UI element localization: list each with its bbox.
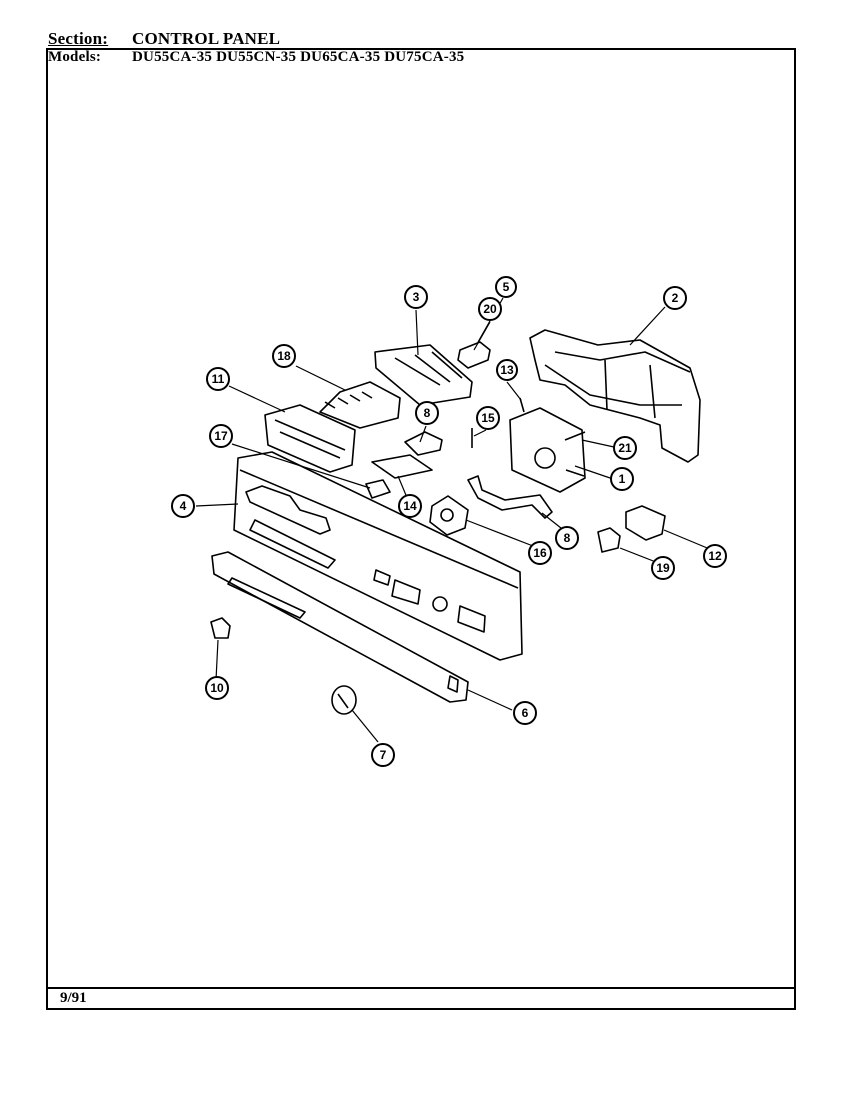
svg-text:17: 17 bbox=[214, 429, 228, 443]
svg-text:19: 19 bbox=[656, 561, 670, 575]
callout-14: 14 bbox=[398, 494, 422, 518]
callout-7: 7 bbox=[371, 743, 395, 767]
svg-text:21: 21 bbox=[618, 441, 632, 455]
callout-2: 2 bbox=[663, 286, 687, 310]
part-selector bbox=[429, 495, 469, 536]
svg-text:11: 11 bbox=[212, 372, 225, 386]
callout-12: 12 bbox=[703, 544, 727, 568]
callout-16: 16 bbox=[528, 541, 552, 565]
svg-text:4: 4 bbox=[180, 499, 187, 513]
callout-17: 17 bbox=[209, 424, 233, 448]
callout-13: 13 bbox=[496, 359, 518, 381]
svg-text:18: 18 bbox=[277, 349, 291, 363]
callout-6: 6 bbox=[513, 701, 537, 725]
svg-text:15: 15 bbox=[481, 411, 495, 425]
part-door-switch bbox=[625, 505, 666, 541]
part-circuit-board bbox=[374, 344, 473, 406]
svg-text:2: 2 bbox=[672, 291, 679, 305]
svg-text:13: 13 bbox=[500, 363, 514, 377]
part-switch-assembly bbox=[319, 381, 401, 429]
callout-8-upper: 8 bbox=[415, 401, 439, 425]
svg-text:16: 16 bbox=[533, 546, 547, 560]
part-bracket-housing bbox=[529, 329, 701, 463]
models-list: DU55CA-35 DU55CN-35 DU65CA-35 DU75CA-35 bbox=[132, 49, 465, 65]
part-small-knob bbox=[210, 617, 231, 639]
part-plate bbox=[371, 454, 433, 479]
callout-19: 19 bbox=[651, 556, 675, 580]
callout-11: 11 bbox=[206, 367, 230, 391]
callout-4: 4 bbox=[171, 494, 195, 518]
part-lever bbox=[467, 475, 553, 519]
callouts: 1 2 3 4 5 6 7 8 8 10 11 12 13 14 15 16 1… bbox=[171, 276, 727, 767]
part-control-panel bbox=[233, 451, 523, 661]
revision-date: 9/91 bbox=[60, 990, 87, 1006]
part-connector bbox=[597, 527, 621, 553]
svg-text:6: 6 bbox=[522, 706, 529, 720]
svg-text:12: 12 bbox=[708, 549, 722, 563]
callout-20: 20 bbox=[478, 297, 502, 321]
svg-text:5: 5 bbox=[503, 280, 510, 294]
part-dial-knob bbox=[331, 685, 357, 715]
svg-text:7: 7 bbox=[380, 748, 387, 762]
footer-divider bbox=[46, 987, 796, 989]
callout-18: 18 bbox=[272, 344, 296, 368]
callout-5: 5 bbox=[495, 276, 517, 298]
callout-21: 21 bbox=[613, 436, 637, 460]
svg-text:8: 8 bbox=[424, 406, 431, 420]
svg-text:8: 8 bbox=[564, 531, 571, 545]
svg-text:14: 14 bbox=[403, 499, 417, 513]
callout-3: 3 bbox=[404, 285, 428, 309]
part-screw bbox=[519, 397, 525, 413]
svg-text:1: 1 bbox=[619, 472, 626, 486]
callout-10: 10 bbox=[205, 676, 229, 700]
section-title: CONTROL PANEL bbox=[132, 29, 281, 48]
section-label: Section: bbox=[48, 29, 109, 48]
part-small-switch bbox=[365, 479, 391, 499]
callout-1: 1 bbox=[610, 467, 634, 491]
part-clip bbox=[404, 431, 443, 456]
callout-8-lower: 8 bbox=[555, 526, 579, 550]
part-small-block bbox=[457, 341, 491, 369]
svg-text:20: 20 bbox=[483, 302, 497, 316]
diagram-frame bbox=[46, 48, 796, 1010]
svg-text:3: 3 bbox=[413, 290, 420, 304]
part-button-module bbox=[264, 404, 356, 473]
callout-15: 15 bbox=[476, 406, 500, 430]
svg-text:10: 10 bbox=[210, 681, 224, 695]
part-trim-panel bbox=[211, 551, 469, 703]
leader-lines bbox=[195, 297, 713, 743]
models-label: Models: bbox=[48, 49, 102, 65]
part-timer bbox=[509, 407, 586, 493]
